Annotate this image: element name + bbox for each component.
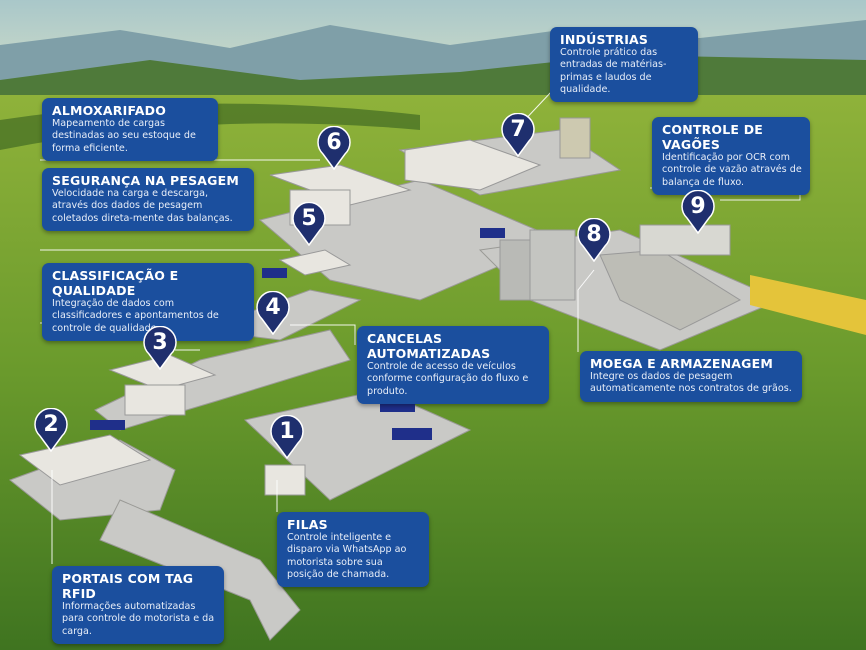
pin-number: 7 <box>510 117 526 142</box>
location-pin-4: 4 <box>256 290 290 336</box>
map-pin-icon <box>501 112 535 158</box>
map-pin-icon <box>317 125 351 171</box>
box-title: SEGURANÇA NA PESAGEM <box>52 173 240 188</box>
buildings <box>18 117 742 496</box>
box-text: Velocidade na carga e descarga, através … <box>52 188 233 224</box>
location-pin-1: 1 <box>270 414 304 460</box>
box-text: Controle prático das entradas de matéria… <box>560 47 667 95</box>
location-pin-3: 3 <box>143 325 177 371</box>
box-text: Identificação por OCR com controle de va… <box>662 152 802 188</box>
pin-number: 3 <box>152 330 168 355</box>
location-pin-8: 8 <box>577 217 611 263</box>
box-text: Mapeamento de cargas destinadas ao seu e… <box>52 118 196 154</box>
pin-number: 1 <box>279 419 295 444</box>
location-pin-9: 9 <box>681 189 715 235</box>
pin-number: 2 <box>43 412 59 437</box>
map-pin-icon <box>292 201 326 247</box>
box-title: CLASSIFICAÇÃO E QUALIDADE <box>52 268 179 298</box>
map-pin-icon <box>143 325 177 371</box>
location-pin-2: 2 <box>34 407 68 453</box>
box-title: CANCELAS AUTOMATIZADAS <box>367 331 491 361</box>
pin-number: 5 <box>301 206 317 231</box>
box-title: ALMOXARIFADO <box>52 103 167 118</box>
rail-cars <box>750 275 866 335</box>
box-title: MOEGA E ARMAZENAGEM <box>590 356 773 371</box>
box-text: Integração de dados com classificadores … <box>52 298 219 334</box>
pin-number: 6 <box>326 130 342 155</box>
box-text: Controle de acesso de veículos conforme … <box>367 361 529 397</box>
map-pin-icon <box>34 407 68 453</box>
box-title: CONTROLE DE VAGÕES <box>662 122 764 152</box>
map-pin-icon <box>256 290 290 336</box>
box-title: FILAS <box>287 517 328 532</box>
box-text: Informações automatizadas para controle … <box>62 601 215 637</box>
box-text: Controle inteligente e disparo via Whats… <box>287 532 407 580</box>
location-pin-5: 5 <box>292 201 326 247</box>
location-pin-7: 7 <box>501 112 535 158</box>
map-pin-icon <box>577 217 611 263</box>
pin-number: 8 <box>586 222 602 247</box>
pin-number: 9 <box>690 194 706 219</box>
pin-number: 4 <box>265 295 281 320</box>
map-pin-icon <box>270 414 304 460</box>
box-title: INDÚSTRIAS <box>560 32 649 47</box>
map-pin-icon <box>681 189 715 235</box>
box-text: Integre os dados de pesagem automaticame… <box>590 371 792 395</box>
box-title: PORTAIS COM TAG RFID <box>62 571 194 601</box>
location-pin-6: 6 <box>317 125 351 171</box>
